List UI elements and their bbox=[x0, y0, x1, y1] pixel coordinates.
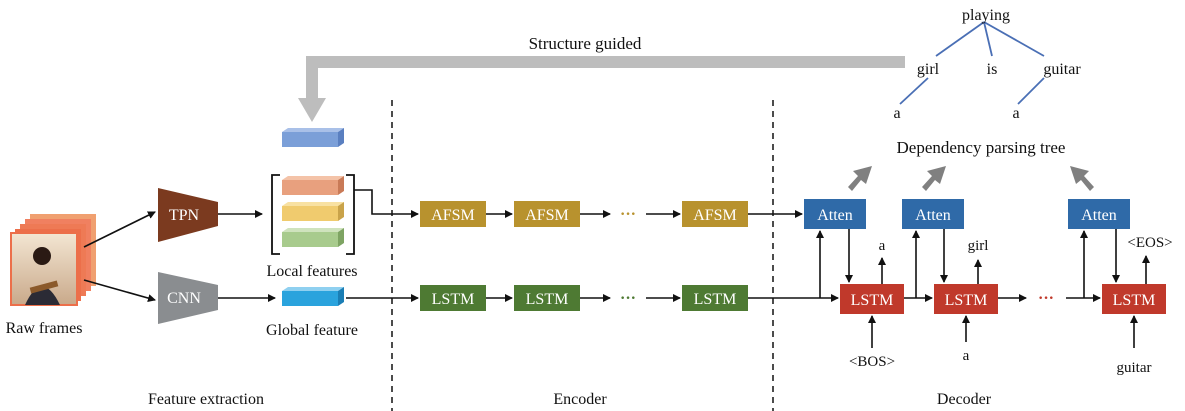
tree-middle-word: is bbox=[987, 61, 998, 78]
raw-frames-label: Raw frames bbox=[6, 320, 83, 337]
afsm-label-3: AFSM bbox=[693, 207, 737, 224]
local-features-right-bracket bbox=[346, 174, 355, 255]
dec-lstm-block-3 bbox=[1102, 284, 1166, 314]
afsm-block-1 bbox=[420, 201, 486, 227]
tree-arrow-1 bbox=[848, 166, 872, 191]
raw-frames-stack bbox=[10, 214, 96, 306]
dec-input-3: guitar bbox=[1117, 360, 1152, 376]
tree-root-word: playing bbox=[962, 7, 1010, 24]
dec-lstm-label-1: LSTM bbox=[851, 292, 894, 309]
tree-right-child-word: a bbox=[1012, 105, 1019, 122]
afsm-block-2 bbox=[514, 201, 580, 227]
local-feature-yellow bbox=[282, 202, 344, 221]
structure-guided-label: Structure guided bbox=[529, 34, 642, 53]
tree-arrow-2 bbox=[922, 166, 946, 191]
atten-label-1: Atten bbox=[817, 207, 853, 224]
tpn-block bbox=[158, 188, 218, 242]
atten-block-2 bbox=[902, 199, 964, 229]
tree-left-child-word: a bbox=[893, 105, 900, 122]
atten-block-1 bbox=[804, 199, 866, 229]
local-features-left-bracket bbox=[271, 174, 280, 255]
section-encoder: Encoder bbox=[553, 391, 607, 408]
enc-lstm-block-1 bbox=[420, 285, 486, 311]
enc-lstm-label-3: LSTM bbox=[694, 291, 737, 308]
dependency-tree bbox=[899, 21, 1045, 105]
enc-lstm-label-1: LSTM bbox=[432, 291, 475, 308]
section-feature-extraction: Feature extraction bbox=[148, 391, 264, 408]
dec-lstm-label-2: LSTM bbox=[945, 292, 988, 309]
afsm-label-1: AFSM bbox=[431, 207, 475, 224]
enc-lstm-ellipsis: ··· bbox=[620, 290, 636, 307]
tree-right-word: guitar bbox=[1043, 61, 1081, 78]
dec-input-1: <BOS> bbox=[849, 354, 895, 370]
enc-lstm-label-2: LSTM bbox=[526, 291, 569, 308]
dec-lstm-block-2 bbox=[934, 284, 998, 314]
afsm-ellipsis: ··· bbox=[620, 206, 636, 223]
global-feature-label: Global feature bbox=[266, 322, 358, 339]
dec-output-3: <EOS> bbox=[1127, 235, 1172, 251]
local-features-label: Local features bbox=[266, 263, 357, 280]
dec-output-1: a bbox=[879, 238, 886, 254]
dec-input-2: a bbox=[963, 348, 970, 364]
local-feature-salmon bbox=[282, 176, 344, 195]
structure-guided-arrow bbox=[298, 56, 905, 122]
enc-lstm-block-2 bbox=[514, 285, 580, 311]
atten-block-3 bbox=[1068, 199, 1130, 229]
enc-lstm-block-3 bbox=[682, 285, 748, 311]
dec-lstm-block-1 bbox=[840, 284, 904, 314]
dec-output-2: girl bbox=[968, 238, 989, 254]
afsm-block-3 bbox=[682, 201, 748, 227]
tree-left-word: girl bbox=[917, 61, 940, 78]
section-decoder: Decoder bbox=[937, 391, 992, 408]
tpn-label: TPN bbox=[169, 207, 200, 224]
atten-label-3: Atten bbox=[1081, 207, 1117, 224]
dec-ellipsis: ··· bbox=[1038, 290, 1054, 307]
dependency-tree-label: Dependency parsing tree bbox=[897, 138, 1066, 157]
local-feature-green bbox=[282, 228, 344, 247]
global-feature-block bbox=[282, 287, 344, 306]
afsm-label-2: AFSM bbox=[525, 207, 569, 224]
cnn-label: CNN bbox=[167, 290, 201, 307]
dec-lstm-label-3: LSTM bbox=[1113, 292, 1156, 309]
atten-label-2: Atten bbox=[915, 207, 951, 224]
guided-feature-block bbox=[282, 128, 344, 147]
cnn-block bbox=[158, 272, 218, 324]
tree-arrow-3 bbox=[1070, 166, 1094, 191]
